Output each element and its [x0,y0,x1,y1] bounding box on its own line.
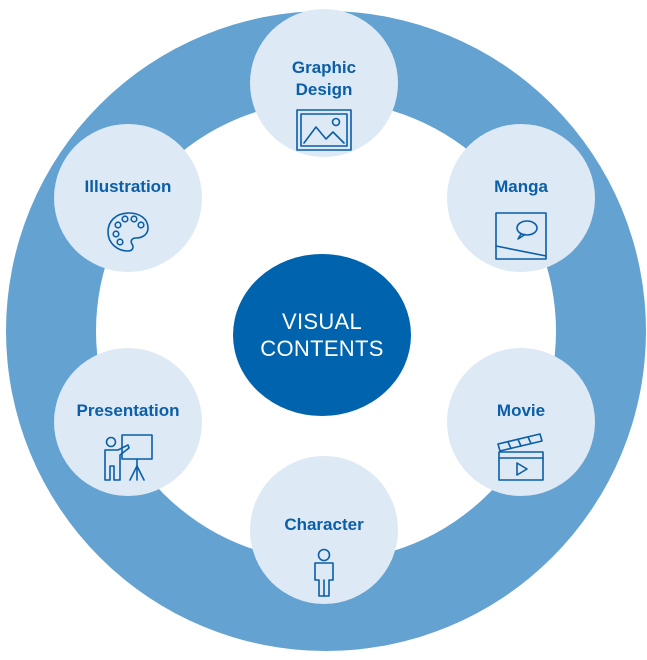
node-illustration-label: Illustration [84,177,172,196]
node-manga-label: Manga [494,177,548,196]
node-graphic-design[interactable]: Graphic Design [250,9,398,157]
palette-icon [105,210,151,254]
node-graphic-design-label-line2: Design [295,80,353,99]
image-frame-icon [296,109,352,151]
node-character[interactable]: Character [250,456,398,604]
center-title-line2: CONTENTS [260,336,384,361]
node-presentation-label: Presentation [76,401,180,420]
node-character-label: Character [284,515,364,534]
center-circle: VISUAL CONTENTS [233,254,411,416]
manga-panel-icon [495,212,547,260]
clapperboard-icon [496,432,546,482]
person-icon [311,548,337,598]
node-movie[interactable]: Movie [447,348,595,496]
center-title-line1: VISUAL [281,309,363,334]
node-illustration[interactable]: Illustration [54,124,202,272]
presenter-icon [102,432,154,482]
node-presentation[interactable]: Presentation [54,348,202,496]
node-graphic-design-label-line1: Graphic [291,58,357,77]
node-manga[interactable]: Manga [447,124,595,272]
node-movie-label: Movie [496,401,546,420]
